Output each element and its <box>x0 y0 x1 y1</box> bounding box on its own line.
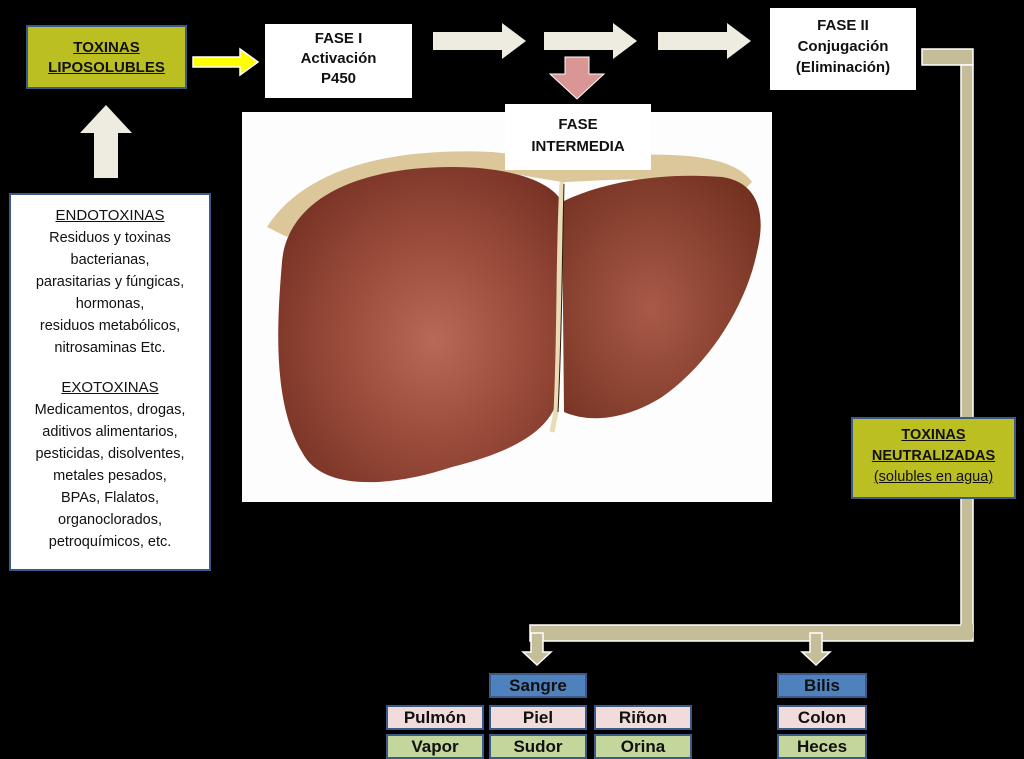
exotoxinas-line: metales pesados, <box>53 468 167 484</box>
organ-cell: Colon <box>777 705 867 730</box>
exotoxinas-line: aditivos alimentarios, <box>42 424 178 440</box>
yellow-arrow-icon <box>192 47 260 77</box>
down-arrow-icon <box>800 632 832 667</box>
output-cell: Sudor <box>489 734 587 759</box>
falciform-ligament <box>549 181 565 433</box>
right-arrow-icon <box>544 23 637 59</box>
box-line: TOXINAS <box>901 427 966 443</box>
box-line: (solubles en agua) <box>873 469 994 485</box>
endotoxinas-title: ENDOTOXINAS <box>55 207 165 224</box>
spacer <box>11 359 209 377</box>
fase-intermedia-box: FASE INTERMEDIA <box>505 104 651 170</box>
endotoxinas-line: residuos metabólicos, <box>39 318 181 334</box>
toxin-sources-box: ENDOTOXINAS Residuos y toxinas bacterian… <box>9 193 211 571</box>
fase-1-box: FASE I Activación P450 <box>265 24 412 98</box>
down-arrow-icon <box>521 632 553 667</box>
box-line: TOXINAS <box>73 39 140 56</box>
up-arrow-icon <box>80 105 132 178</box>
output-cell: Heces <box>777 734 867 759</box>
exotoxinas-line: organoclorados, <box>58 512 162 528</box>
exotoxinas-line: BPAs, Flalatos, <box>60 490 160 506</box>
box-line: FASE I <box>314 30 363 47</box>
output-cell: Orina <box>594 734 692 759</box>
box-line: NEUTRALIZADAS <box>871 448 996 464</box>
endotoxinas-line: bacterianas, <box>70 252 150 268</box>
endotoxinas-line: nitrosaminas Etc. <box>54 340 166 356</box>
organ-cell: Pulmón <box>386 705 484 730</box>
sangre-header: Sangre <box>489 673 587 698</box>
box-line: FASE <box>558 116 598 133</box>
toxinas-neutralizadas-box: TOXINAS NEUTRALIZADAS (solubles en agua) <box>851 417 1016 499</box>
toxinas-liposolubles-box: TOXINAS LIPOSOLUBLES <box>26 25 187 89</box>
exotoxinas-title: EXOTOXINAS <box>61 379 159 396</box>
box-line: (Eliminación) <box>795 59 891 76</box>
fase-2-box: FASE II Conjugación (Eliminación) <box>770 8 916 90</box>
bilis-header: Bilis <box>777 673 867 698</box>
exotoxinas-line: pesticidas, disolventes, <box>35 446 185 462</box>
organ-cell: Piel <box>489 705 587 730</box>
exotoxinas-line: petroquímicos, etc. <box>48 534 172 550</box>
liver-image <box>242 112 772 502</box>
box-line: Conjugación <box>797 38 889 55</box>
box-line: LIPOSOLUBLES <box>48 59 165 76</box>
down-arrow-icon <box>548 56 606 100</box>
right-arrow-icon <box>658 23 751 59</box>
liver-left-lobe <box>562 175 761 419</box>
box-line: P450 <box>320 70 357 87</box>
exotoxinas-line: Medicamentos, drogas, <box>34 402 186 418</box>
output-cell: Vapor <box>386 734 484 759</box>
endotoxinas-line: parasitarias y fúngicas, <box>35 274 185 290</box>
box-line: INTERMEDIA <box>531 138 625 155</box>
endotoxinas-line: Residuos y toxinas <box>49 230 171 246</box>
endotoxinas-line: hormonas, <box>75 296 145 312</box>
box-line: Activación <box>300 50 377 67</box>
box-line: FASE II <box>817 17 869 34</box>
right-arrow-icon <box>433 23 526 59</box>
organ-cell: Riñon <box>594 705 692 730</box>
liver-right-lobe <box>278 167 562 483</box>
